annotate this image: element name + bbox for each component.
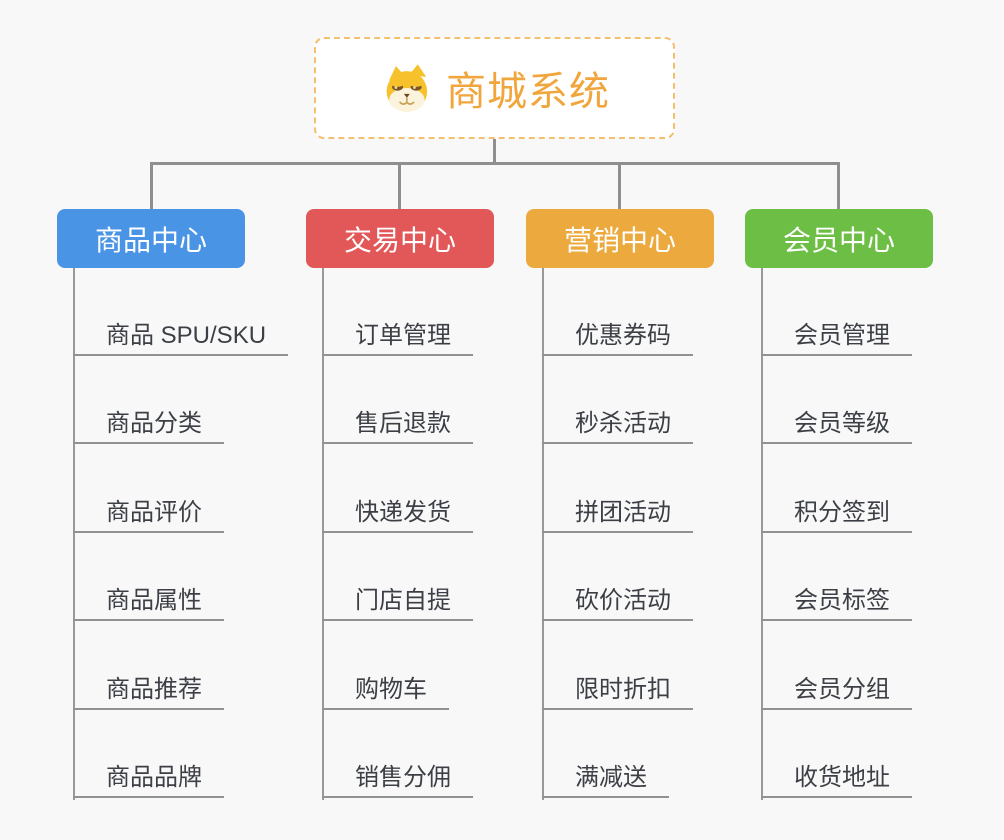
connector-drop [837,163,840,209]
connector-horizontal-bar [150,162,840,165]
leaf-node[interactable]: 商品 SPU/SKU [73,318,289,356]
leaf-node[interactable]: 会员标签 [761,583,912,621]
leaf-node[interactable]: 售后退款 [322,406,473,444]
connector-drop [150,163,153,209]
leaf-node[interactable]: 会员管理 [761,318,912,356]
connector-drop [618,163,621,209]
connector-root-drop [493,139,496,163]
branch-connector-line [322,268,324,800]
leaf-node[interactable]: 商品品牌 [73,760,224,798]
branch-connector-line [761,268,763,800]
leaf-node[interactable]: 商品推荐 [73,672,224,710]
root-node-title: 商城系统 [446,70,610,114]
connector-drop [398,163,401,209]
leaf-node[interactable]: 会员等级 [761,406,912,444]
leaf-node[interactable]: 拼团活动 [542,495,693,533]
leaf-node[interactable]: 销售分佣 [322,760,473,798]
leaf-node[interactable]: 订单管理 [322,318,473,356]
leaf-node[interactable]: 满减送 [542,760,669,798]
leaf-node[interactable]: 限时折扣 [542,672,693,710]
leaf-node[interactable]: 收货地址 [761,760,912,798]
branch-node-marketing-center[interactable]: 营销中心 [526,209,714,268]
root-node[interactable]: 商城系统 [314,37,675,139]
leaf-node[interactable]: 商品属性 [73,583,224,621]
leaf-node[interactable]: 购物车 [322,672,449,710]
leaf-node[interactable]: 会员分组 [761,672,912,710]
branch-node-trade-center[interactable]: 交易中心 [306,209,494,268]
shiba-dog-icon [386,64,428,112]
leaf-node[interactable]: 积分签到 [761,495,912,533]
branch-connector-line [73,268,75,800]
branch-node-member-center[interactable]: 会员中心 [745,209,933,268]
leaf-node[interactable]: 砍价活动 [542,583,693,621]
leaf-node[interactable]: 秒杀活动 [542,406,693,444]
leaf-node[interactable]: 门店自提 [322,583,473,621]
leaf-node[interactable]: 快递发货 [322,495,473,533]
leaf-node[interactable]: 商品评价 [73,495,224,533]
branch-connector-line [542,268,544,800]
leaf-node[interactable]: 优惠券码 [542,318,693,356]
leaf-node[interactable]: 商品分类 [73,406,224,444]
branch-node-product-center[interactable]: 商品中心 [57,209,245,268]
